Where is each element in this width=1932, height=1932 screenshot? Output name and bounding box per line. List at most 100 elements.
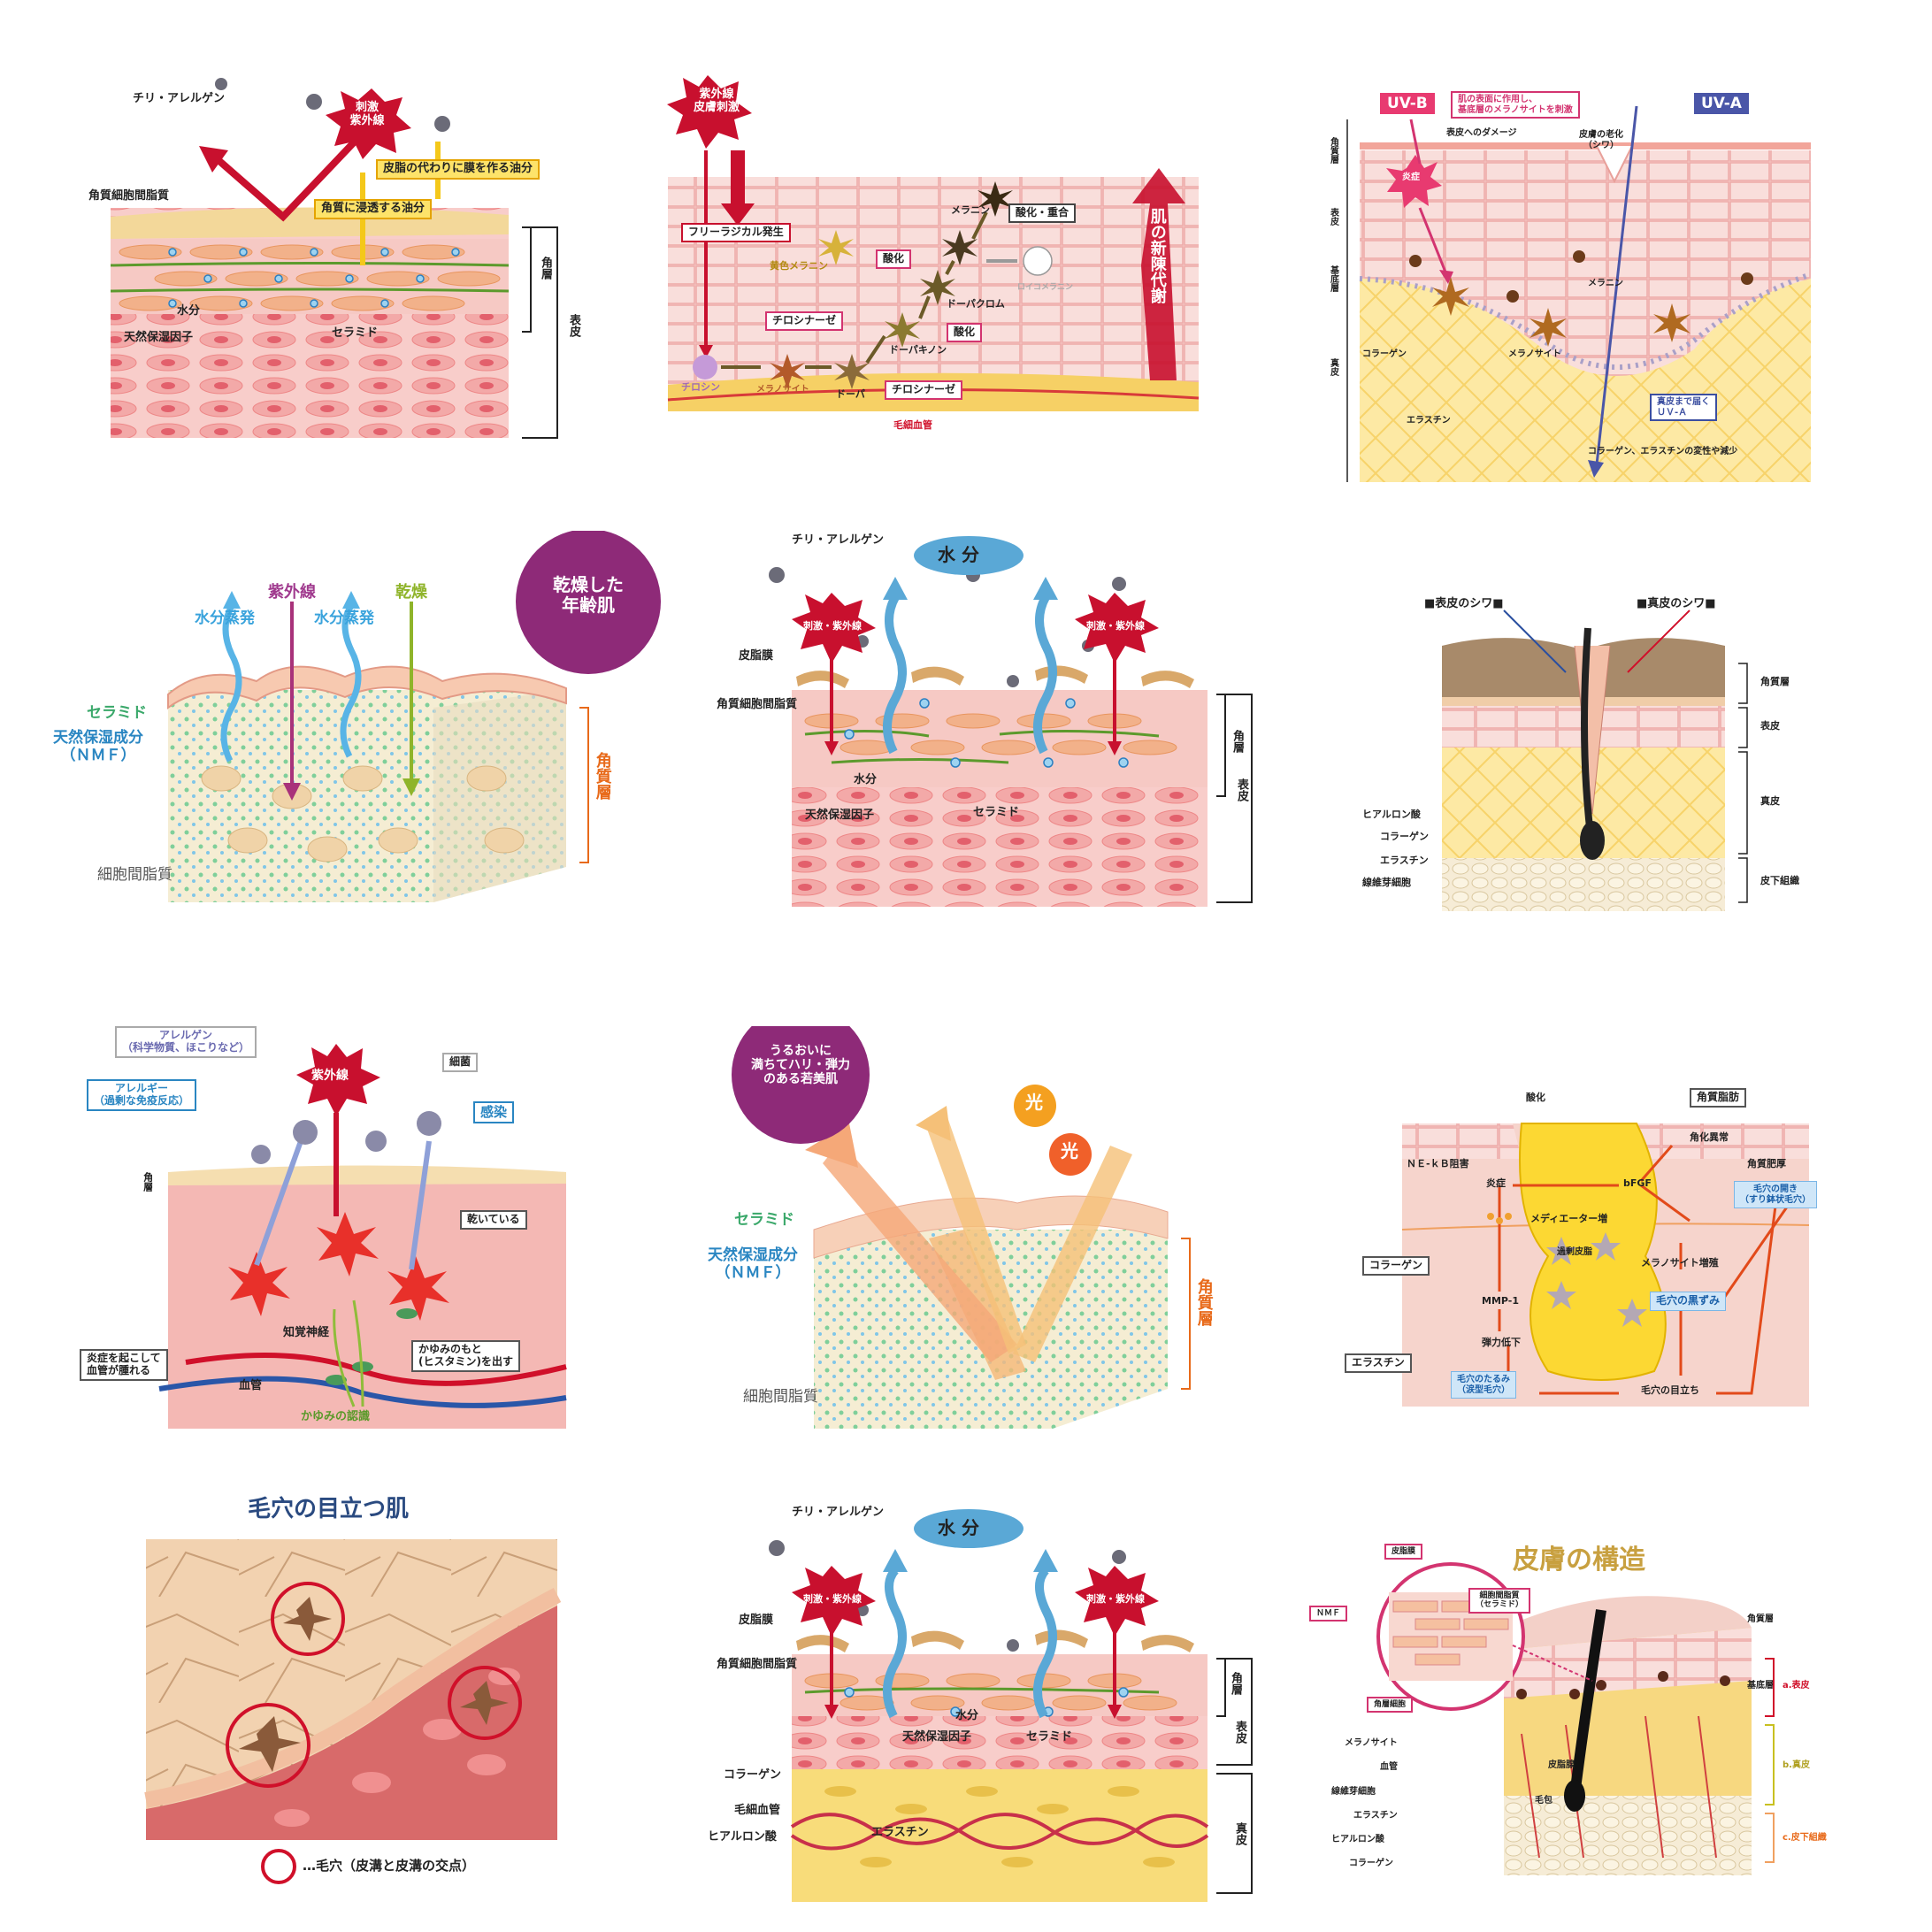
uv-label: 紫外線: [311, 1069, 349, 1083]
collagen-label: コラーゲン: [1362, 349, 1407, 359]
dopaquinone-label: ドーパキノン: [889, 344, 947, 356]
epidermis-label: 表皮: [1760, 720, 1780, 732]
melanocyte-proliferation-label: メラノサイト増殖: [1641, 1257, 1719, 1269]
oxidation-label: 酸化: [1526, 1092, 1545, 1103]
elastin-label: エラスチン: [1380, 855, 1429, 866]
epidermis-label: 表皮: [1328, 208, 1338, 226]
dust-label: チリ・アレルゲン: [792, 1506, 885, 1519]
stimulus-uv-label-2: 刺激・紫外線: [1086, 1593, 1145, 1605]
dry-skin-illustration: [167, 531, 661, 902]
mediator-label: メディエーター増: [1530, 1213, 1608, 1224]
stratum-label: 角質層: [1194, 1278, 1214, 1326]
panel-skin-structure: 皮膚の構造 皮脂膜 ＮＭＦ 細胞間脂質 （セラミド） 角層細胞 角質層 基底層 …: [1309, 1504, 1840, 1893]
infection-label: 感染: [473, 1101, 515, 1124]
dry-aged-badge: 乾燥した 年齢肌: [553, 574, 624, 616]
barrier-illustration: [110, 78, 558, 439]
nmf-label: 天然保湿成分 （ＮＭＦ）: [53, 729, 143, 764]
itch-illustration: [158, 1044, 567, 1429]
panel-itch-allergy: アレルゲン （科学物質、ほこりなど） アレルギー （過剰な免疫反応） 紫外線 細…: [71, 1017, 584, 1433]
panel-young-skin: うるおいに 満ちてハリ・弾力 のある若美肌 光 光 セラミド 天然保湿成分 （Ｎ…: [681, 1026, 1230, 1433]
keratinization-label: 角化異常: [1690, 1131, 1729, 1143]
stimulus-uv-label-1: 刺激・紫外線: [803, 620, 862, 632]
water-badge: 水 分: [938, 544, 979, 565]
ceramide-label: セラミド: [973, 806, 1020, 819]
allergy-label: アレルギー （過剰な免疫反応）: [87, 1079, 197, 1111]
epidermal-wrinkle-label: ■表皮のシワ■: [1424, 597, 1504, 610]
lipid-label: 角質細胞間脂質: [88, 189, 170, 203]
dopa-label: ドーパ: [836, 388, 865, 400]
dermis-label: 真皮: [1328, 358, 1338, 376]
skin-structure-title: 皮膚の構造: [1513, 1545, 1645, 1576]
pore-mechanism-illustration: [1401, 1123, 1810, 1407]
stimulus-uv-label-1: 刺激・紫外線: [803, 1593, 862, 1605]
oil-penetrate-label: 角質に浸透する油分: [314, 199, 433, 219]
leuco-melanin-label: ロイコメラニン: [1017, 283, 1074, 292]
capillary-label: 毛細血管: [893, 419, 932, 431]
pore-skin-illustration: [144, 1539, 562, 1884]
inflammation-label: 炎症: [1402, 172, 1420, 182]
pore-legend-label: …毛穴（皮溝と皮溝の交点）: [303, 1858, 476, 1874]
elastin-label: エラスチン: [1345, 1353, 1412, 1373]
epidermis-label: 表皮: [1234, 778, 1248, 801]
melanocyte-label: メラノサイト: [1345, 1738, 1398, 1748]
young-skin-badge: うるおいに 満ちてハリ・弾力 のある若美肌: [751, 1044, 850, 1087]
uv-skin-stimulus-label: 紫外線 皮膚刺激: [693, 88, 740, 114]
melanin-label: メラニン: [951, 204, 990, 216]
stratum-label: 角層: [538, 257, 552, 280]
basal-layer-label: 基底層: [1328, 265, 1338, 292]
oxidation-label: 酸化: [876, 249, 912, 269]
free-radical-label: フリーラジカル発生: [681, 223, 791, 242]
blood-vessel-label: 血管: [1380, 1762, 1398, 1772]
nmf-label: 天然保湿因子: [124, 331, 194, 344]
light-label-2: 光: [1061, 1140, 1078, 1162]
panel-dry-aged-skin: 乾燥した 年齢肌 紫外線 乾燥 水分蒸発 水分蒸発 セラミド 天然保湿成分 （Ｎ…: [27, 531, 663, 902]
elasticity-loss-label: 弾力低下: [1482, 1337, 1521, 1348]
collagen-label: コラーゲン: [1349, 1859, 1393, 1868]
subcutaneous-c-label: c.皮下組織: [1782, 1833, 1827, 1843]
uvb-description: 肌の表面に作用し、 基底層のメラノサイトを刺激: [1451, 91, 1580, 119]
dust-label: チリ・アレルゲン: [792, 533, 885, 547]
stratum-label: 角質層: [593, 752, 612, 800]
panel-moisture-barrier: チリ・アレルゲン 刺激 紫外線 皮脂の代わりに膜を作る油分 角質に浸透する油分 …: [88, 75, 619, 447]
ceramide-label: セラミド: [1026, 1730, 1073, 1744]
dermal-wrinkle-label: ■真皮のシワ■: [1637, 597, 1716, 610]
panel-uv-damage: UV-B 肌の表面に作用し、 基底層のメラノサイトを刺激 UV-A 表皮へのダメ…: [1322, 84, 1818, 487]
fibroblast-label: 線維芽細胞: [1362, 877, 1411, 888]
epidermis-label: 表皮: [1232, 1721, 1246, 1744]
stimulus-uv-burst-label: 刺激 紫外線: [349, 101, 385, 127]
hyaluronic-label: ヒアルロン酸: [1331, 1835, 1384, 1844]
pore-open-label: 毛穴の開き （すり鉢状毛穴）: [1734, 1181, 1817, 1208]
elastin-label: エラスチン: [1353, 1811, 1398, 1821]
epidermis-a-label: a.表皮: [1782, 1681, 1810, 1690]
stratum-corneum-label: 角質層: [1328, 137, 1338, 164]
itch-recognition-label: かゆみの認識: [301, 1410, 371, 1423]
ceramide-label: セラミド: [332, 326, 379, 340]
hair-follicle-label: 毛包: [1535, 1796, 1552, 1806]
dry-label: 乾いている: [460, 1210, 527, 1230]
melanin-label: メラニン: [1588, 279, 1623, 288]
allergen-label: アレルゲン （科学物質、ほこりなど）: [115, 1026, 257, 1058]
dust-label: チリ・アレルゲン: [133, 92, 226, 105]
full-barrier-illustration: [769, 1509, 1253, 1902]
nfkb-label: ＮＥ-ｋＢ阻害: [1407, 1158, 1469, 1169]
wrinkle-illustration: [1442, 610, 1748, 911]
nmf-label: 天然保湿成分 （ＮＭＦ）: [708, 1246, 798, 1282]
oil-film-label: 皮脂の代わりに膜を作る油分: [376, 159, 540, 180]
collagen-label: コラーゲン: [1380, 831, 1429, 842]
skin-aging-label: 皮膚の老化 （シワ）: [1579, 130, 1623, 150]
intercellular-lipid-label: 細胞間脂質: [97, 866, 172, 884]
evaporation-label-2: 水分蒸発: [314, 610, 374, 627]
stratum-label: 角層: [1230, 730, 1244, 753]
degradation-label: コラーゲン、エラスチンの変性や減少: [1588, 447, 1738, 456]
nmf-label: ＮＭＦ: [1309, 1606, 1348, 1622]
panel-melanin-formation: 紫外線 皮膚刺激 フリーラジカル発生 黄色メラニン 酸化 メラニン 酸化・重合 …: [655, 71, 1221, 451]
light-label-1: 光: [1025, 1092, 1043, 1113]
mmp-label: MMP-1: [1482, 1295, 1519, 1307]
panel-full-skin-barrier: チリ・アレルゲン 水 分 刺激・紫外線 刺激・紫外線 皮脂膜 角質細胞間脂質 水…: [699, 1499, 1265, 1906]
lipid-label: 角質細胞間脂質: [717, 1658, 798, 1671]
pore-darkening-label: 毛穴の黒ずみ: [1650, 1292, 1727, 1311]
oxidation-polymerization-label: 酸化・重合: [1008, 203, 1077, 223]
yellow-melanin-label: 黄色メラニン: [770, 260, 828, 272]
stratum-label: 角質層: [1760, 676, 1790, 687]
uv-label: 紫外線: [268, 583, 316, 602]
